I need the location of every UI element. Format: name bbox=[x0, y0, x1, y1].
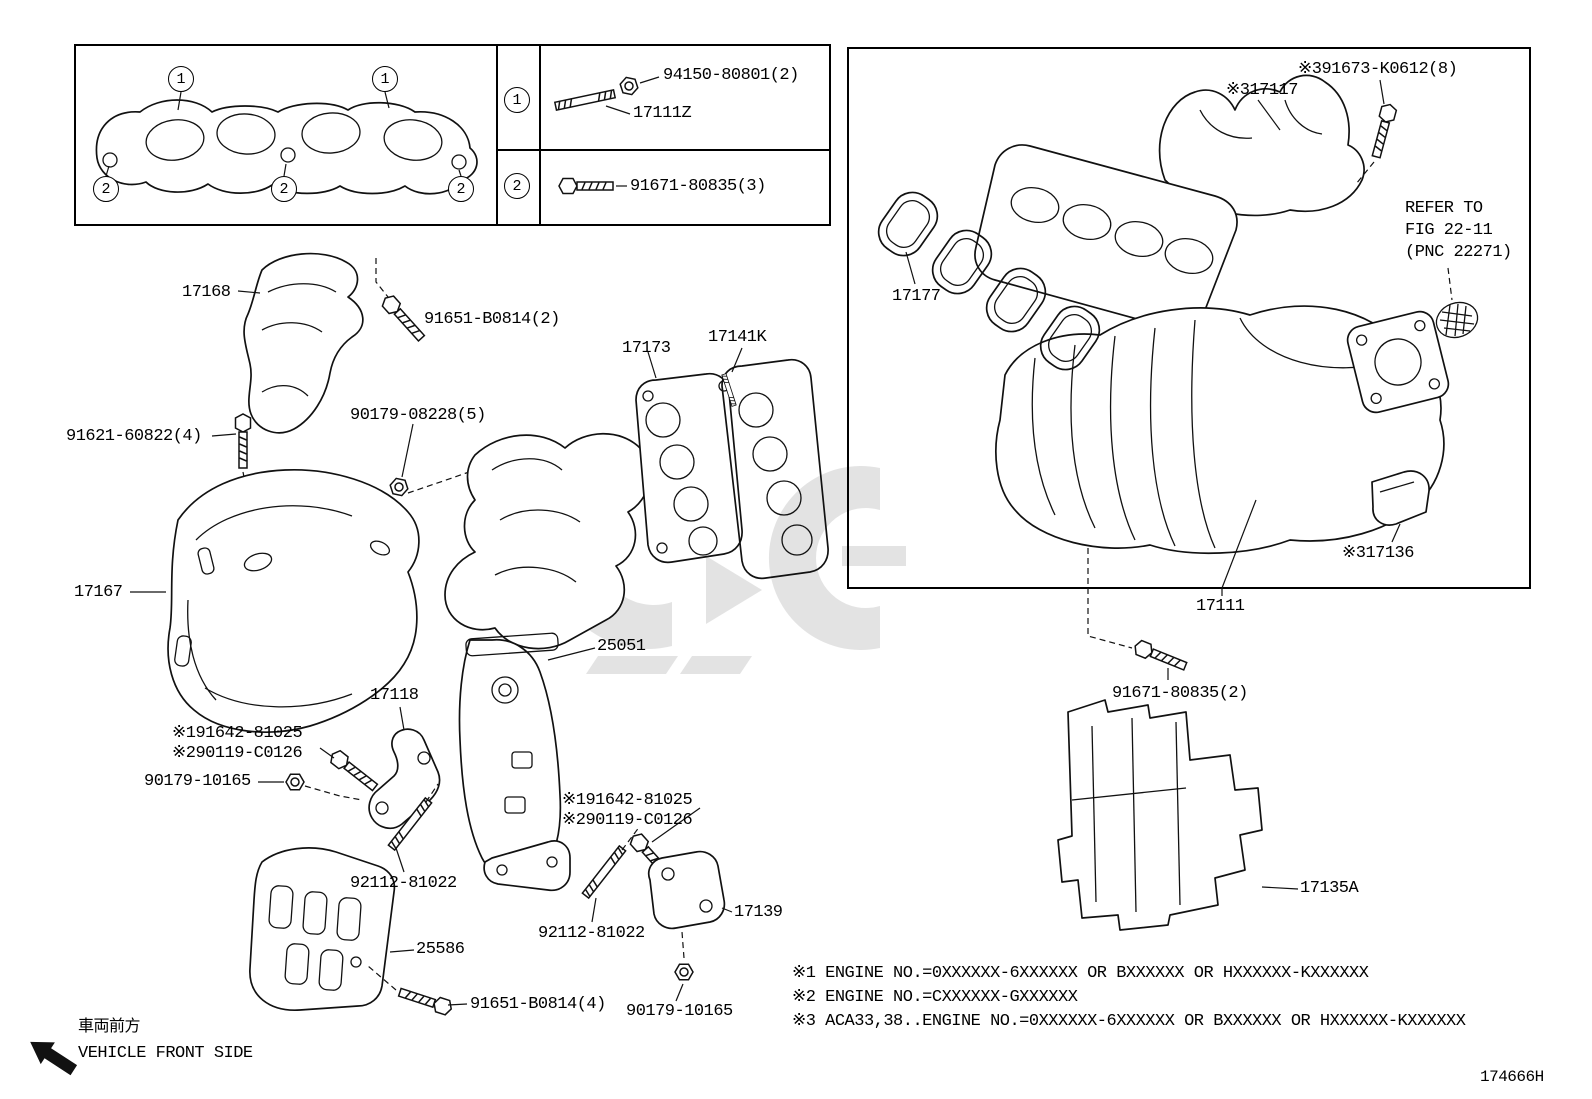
bracket-17118 bbox=[368, 706, 441, 830]
part-label-91671-80835-2: 91671-80835(2) bbox=[1112, 684, 1248, 703]
part-label-25051: 25051 bbox=[597, 637, 646, 656]
intake-gasket-17177 bbox=[877, 191, 1101, 371]
part-label-90179-10165-bottom: 90179-10165 bbox=[626, 1002, 733, 1021]
legend-row2-hardware bbox=[558, 177, 627, 195]
part-label-17141k: 17141K bbox=[708, 328, 767, 347]
refer-note-line2: FIG 22-11 bbox=[1405, 221, 1493, 240]
drawing-code: 174666H bbox=[1480, 1068, 1544, 1086]
part-label-17177: 17177 bbox=[892, 287, 941, 306]
part-label-91621-60822-4: 91621-60822(4) bbox=[66, 427, 202, 446]
engine-note-3: ※3 ACA33,38..ENGINE NO.=0XXXXXX-6XXXXXX … bbox=[792, 1012, 1466, 1031]
part-label-17167: 17167 bbox=[74, 583, 123, 602]
part-label-17168: 17168 bbox=[182, 283, 231, 302]
part-label-92112-right: 92112-81022 bbox=[538, 924, 645, 943]
part-label-17111: 17111 bbox=[1196, 597, 1245, 616]
part-label-17173: 17173 bbox=[622, 339, 671, 358]
legend-part-17111z: 17111Z bbox=[633, 104, 692, 123]
part-label-17136: ※317136 bbox=[1342, 544, 1414, 563]
exhaust-manifold-converter-25051 bbox=[444, 432, 651, 892]
part-label-90179-10165-left: 90179-10165 bbox=[144, 772, 251, 791]
intake-leaders bbox=[1087, 79, 1453, 680]
callout-2-gasket-a: 2 bbox=[93, 176, 119, 202]
callout-2-gasket-b: 2 bbox=[271, 176, 297, 202]
part-label-90179-08228-5: 90179-08228(5) bbox=[350, 406, 486, 425]
legend-box bbox=[74, 44, 831, 226]
callout-1-legend: 1 bbox=[504, 87, 530, 113]
gasket-17141k bbox=[721, 347, 829, 580]
ref-label-191642-left: ※191642-81025 bbox=[172, 724, 303, 743]
ref-label-290119-left: ※290119-C0126 bbox=[172, 744, 303, 763]
engine-note-2: ※2 ENGINE NO.=CXXXXXX-GXXXXXX bbox=[792, 988, 1078, 1007]
intake-manifold-17111 bbox=[974, 74, 1479, 555]
ref-label-290119-right: ※290119-C0126 bbox=[562, 811, 693, 830]
callout-2-gasket-c: 2 bbox=[448, 176, 474, 202]
legend-row1-hardware bbox=[554, 75, 660, 115]
gasket-17173 bbox=[635, 351, 743, 564]
part-label-17135a: 17135A bbox=[1300, 879, 1359, 898]
part-label-91651-b0814-2: 91651-B0814(2) bbox=[424, 310, 560, 329]
part-label-92112-left: 92112-81022 bbox=[350, 874, 457, 893]
ref-label-191642-right: ※191642-81025 bbox=[562, 791, 693, 810]
vehicle-front-label-jp: 車両前方 bbox=[78, 1016, 141, 1035]
vehicle-front-label-en: VEHICLE FRONT SIDE bbox=[78, 1044, 253, 1063]
bracket-17136 bbox=[1371, 470, 1430, 526]
hardware-left-cluster bbox=[258, 747, 439, 873]
insulator-17135a bbox=[1057, 699, 1299, 931]
callout-1-gasket-b: 1 bbox=[372, 66, 398, 92]
vehicle-front-arrow bbox=[30, 1041, 78, 1076]
bracket-17139 bbox=[647, 850, 733, 930]
bolt-91651-b0814-2 bbox=[378, 292, 428, 345]
engine-note-1: ※1 ENGINE NO.=0XXXXXX-6XXXXXX OR BXXXXXX… bbox=[792, 964, 1369, 983]
lower-shield-25586 bbox=[249, 847, 415, 1011]
legend-part-91671: 91671-80835(3) bbox=[630, 177, 766, 196]
refer-note-line3: (PNC 22271) bbox=[1405, 243, 1512, 262]
bolt-91651-b0814-4 bbox=[367, 965, 468, 1017]
part-label-17139: 17139 bbox=[734, 903, 783, 922]
refer-note-line1: REFER TO bbox=[1405, 199, 1483, 218]
intake-box-frame bbox=[847, 47, 1531, 589]
part-label-17118: 17118 bbox=[370, 686, 419, 705]
heat-shield-17167 bbox=[130, 468, 420, 733]
part-label-25586: 25586 bbox=[416, 940, 465, 959]
callout-1-gasket-a: 1 bbox=[168, 66, 194, 92]
heat-shield-17168 bbox=[237, 252, 393, 434]
part-label-17117: ※317117 bbox=[1226, 81, 1298, 100]
screen-pnc-22271 bbox=[1435, 301, 1479, 339]
part-label-91651-b0814-4: 91651-B0814(4) bbox=[470, 995, 606, 1014]
nut-90179-10165-bottom bbox=[674, 931, 694, 1002]
callout-2-legend: 2 bbox=[504, 173, 530, 199]
ref-label-391673: ※391673-K0612(8) bbox=[1298, 60, 1458, 79]
legend-part-94150: 94150-80801(2) bbox=[663, 66, 799, 85]
legend-gasket-drawing bbox=[95, 91, 478, 195]
